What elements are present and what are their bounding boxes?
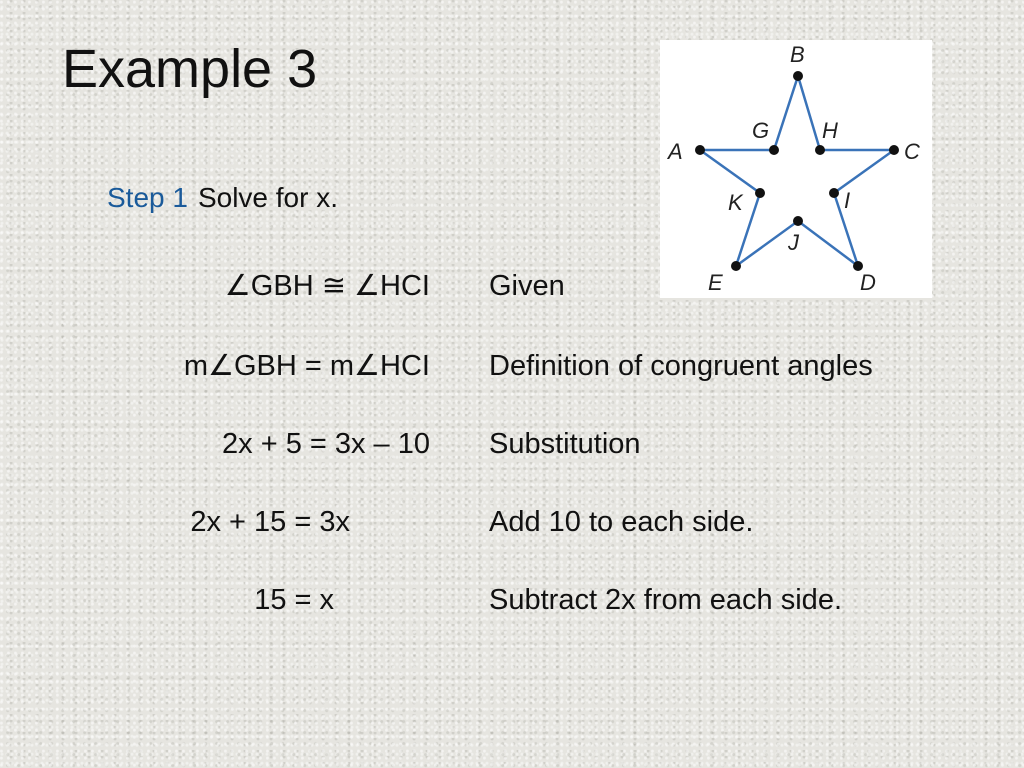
step-heading: Step 1 Solve for x. — [107, 180, 338, 216]
label-g: G — [752, 118, 769, 143]
proof-row: 15 = x Subtract 2x from each side. — [0, 580, 1024, 620]
proof-reason: Add 10 to each side. — [489, 506, 754, 538]
proof-row: ∠GBH ≅ ∠HCI Given — [0, 266, 1024, 306]
point-j — [793, 216, 803, 226]
step-instruction: Solve for x. — [197, 182, 339, 213]
point-d — [853, 261, 863, 271]
point-b — [793, 71, 803, 81]
point-g — [769, 145, 779, 155]
proof-row: 2x + 15 = 3x Add 10 to each side. — [0, 502, 1024, 542]
proof-statement: ∠GBH ≅ ∠HCI — [224, 270, 430, 302]
point-a — [695, 145, 705, 155]
label-d: D — [860, 270, 876, 295]
label-e: E — [708, 270, 723, 295]
proof-row: m∠GBH = m∠HCI Definition of congruent an… — [0, 346, 1024, 386]
point-h — [815, 145, 825, 155]
label-i: I — [844, 188, 850, 213]
proof-statement: 15 = x — [254, 584, 334, 616]
label-h: H — [822, 118, 838, 143]
label-b: B — [790, 42, 805, 67]
proof-row: 2x + 5 = 3x – 10 Substitution — [0, 424, 1024, 464]
point-k — [755, 188, 765, 198]
proof-statement: 2x + 15 = 3x — [190, 506, 350, 538]
label-j: J — [787, 230, 800, 255]
proof-reason: Substitution — [489, 428, 641, 460]
label-a: A — [666, 139, 683, 164]
proof-statement: 2x + 5 = 3x – 10 — [222, 428, 430, 460]
proof-reason: Definition of congruent angles — [489, 350, 873, 382]
point-c — [889, 145, 899, 155]
step-label: Step 1 — [107, 182, 188, 213]
proof-statement: m∠GBH = m∠HCI — [183, 350, 430, 382]
slide-title: Example 3 — [62, 39, 318, 99]
star-figure: B G H A C K I J E D — [660, 40, 932, 298]
proof-reason: Subtract 2x from each side. — [489, 584, 842, 616]
label-k: K — [728, 190, 744, 215]
label-c: C — [904, 139, 920, 164]
proof-reason: Given — [489, 270, 565, 302]
point-e — [731, 261, 741, 271]
point-i — [829, 188, 839, 198]
star-diagram: B G H A C K I J E D — [666, 42, 920, 295]
